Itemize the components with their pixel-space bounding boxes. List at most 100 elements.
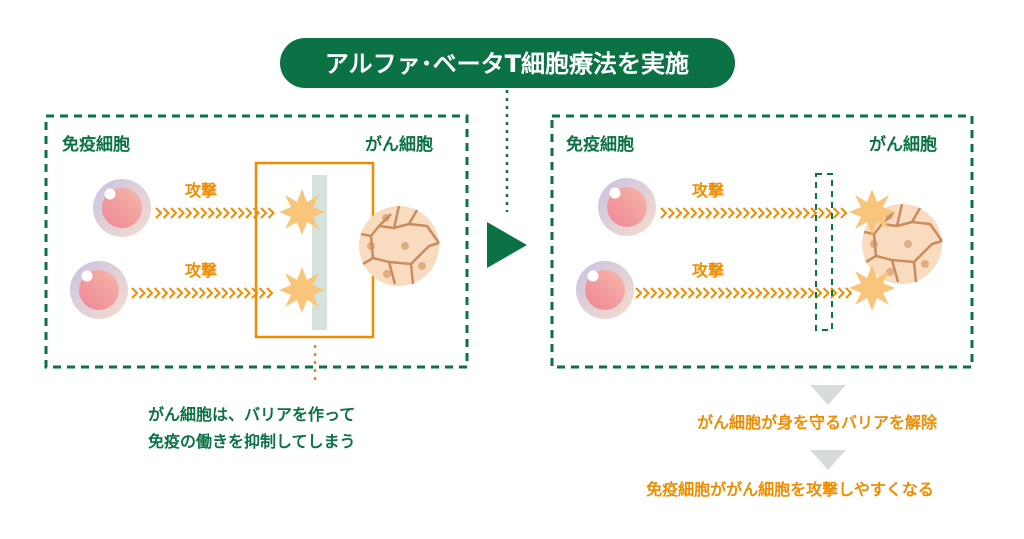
before-immune-label: 免疫細胞 — [62, 134, 130, 155]
chevron — [742, 207, 750, 219]
chevron — [258, 287, 266, 299]
after-panel — [550, 114, 974, 369]
chevron — [755, 287, 763, 299]
chevron — [772, 207, 780, 219]
chevron — [690, 207, 698, 219]
chevron — [138, 287, 146, 299]
chevron — [183, 287, 191, 299]
note-line: がん細胞は、バリアを作って — [148, 405, 355, 424]
chevron — [785, 287, 793, 299]
chevron — [845, 287, 853, 299]
chevron — [712, 207, 720, 219]
attack-label: 攻撃 — [692, 181, 724, 200]
chevron — [667, 207, 675, 219]
impact-star — [849, 265, 895, 311]
chevron — [665, 287, 673, 299]
chevron — [162, 207, 170, 219]
chevron — [642, 287, 650, 299]
chevron — [727, 207, 735, 219]
chevron — [236, 287, 244, 299]
chevron — [710, 287, 718, 299]
chevron — [702, 287, 710, 299]
chevron — [207, 207, 215, 219]
impact-star — [279, 267, 325, 313]
result-line: 免疫細胞ががん細胞を攻撃しやすくなる — [646, 480, 934, 499]
chevron — [802, 207, 810, 219]
chevron — [697, 207, 705, 219]
removed-barrier — [815, 173, 833, 331]
chevron — [705, 207, 713, 219]
cancer-cell — [357, 204, 441, 288]
chevron — [830, 287, 838, 299]
attack-arrow — [635, 287, 853, 299]
chevron — [792, 287, 800, 299]
before-cancer-label: がん細胞 — [365, 134, 433, 155]
chevron — [635, 287, 643, 299]
result-line: がん細胞が身を守るバリアを解除 — [697, 413, 938, 432]
immune-cell — [70, 261, 128, 319]
chevron — [266, 287, 274, 299]
after-immune-label: 免疫細胞 — [566, 134, 634, 155]
chevron — [807, 287, 815, 299]
chevron — [770, 287, 778, 299]
chevron — [237, 207, 245, 219]
chevron — [177, 207, 185, 219]
chevron — [840, 207, 848, 219]
chevron — [155, 207, 163, 219]
chevron — [198, 287, 206, 299]
chevron — [695, 287, 703, 299]
chevron — [735, 207, 743, 219]
attack-label: 攻撃 — [185, 261, 217, 280]
title-pill — [280, 38, 735, 88]
chevron — [822, 287, 830, 299]
attack-arrow — [660, 207, 848, 219]
chevron — [832, 207, 840, 219]
chevron — [245, 207, 253, 219]
chevron — [221, 287, 229, 299]
down-arrow-icon — [810, 385, 846, 405]
chevron — [657, 287, 665, 299]
chevron — [687, 287, 695, 299]
chevron — [750, 207, 758, 219]
chevron — [795, 207, 803, 219]
attack-arrow — [131, 287, 274, 299]
after-cancer-label: がん細胞 — [869, 134, 937, 155]
chevron — [161, 287, 169, 299]
attack-label: 攻撃 — [185, 181, 217, 200]
title: アルファ･ベータT細胞療法を実施 — [325, 50, 689, 78]
chevron — [682, 207, 690, 219]
chevron — [780, 207, 788, 219]
chevron — [153, 287, 161, 299]
chevron — [717, 287, 725, 299]
immune-cell — [576, 261, 634, 319]
chevron — [170, 207, 178, 219]
chevron — [765, 207, 773, 219]
chevron — [800, 287, 808, 299]
chevron — [680, 287, 688, 299]
chevron — [817, 207, 825, 219]
chevron — [787, 207, 795, 219]
attack-label: 攻撃 — [692, 261, 724, 280]
chevron — [732, 287, 740, 299]
chevron — [192, 207, 200, 219]
chevron — [191, 287, 199, 299]
impact-star — [849, 189, 895, 235]
chevron — [650, 287, 658, 299]
chevron — [810, 207, 818, 219]
chevron — [185, 207, 193, 219]
chevron — [267, 207, 275, 219]
chevron — [720, 207, 728, 219]
chevron — [215, 207, 223, 219]
chevron — [206, 287, 214, 299]
immune-cell — [598, 178, 656, 236]
chevron — [243, 287, 251, 299]
chevron — [146, 287, 154, 299]
chevron — [168, 287, 176, 299]
chevron — [837, 287, 845, 299]
chevron — [747, 287, 755, 299]
chevron — [725, 287, 733, 299]
impact-star — [279, 189, 325, 235]
chevron — [672, 287, 680, 299]
